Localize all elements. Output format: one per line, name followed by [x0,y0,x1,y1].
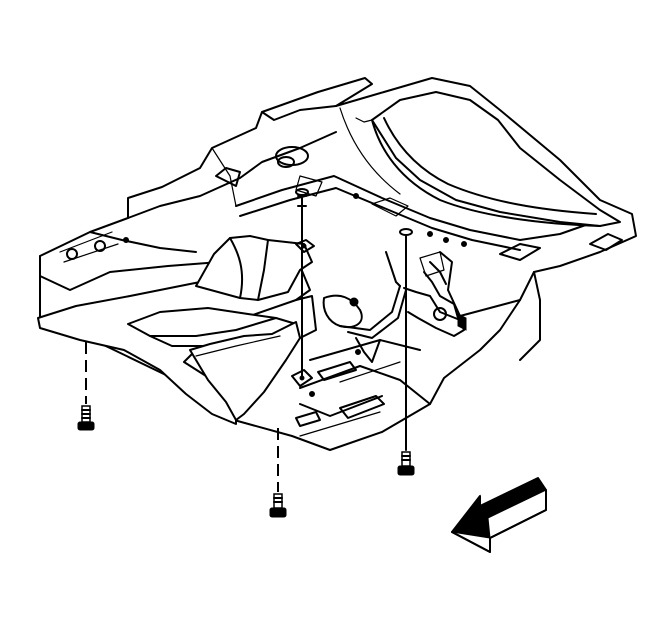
exhaust-pipe [322,251,467,363]
bolt-icon [269,428,287,518]
bolt-icon [295,188,309,377]
underbody-shield [37,235,317,425]
bolt-icon [77,342,95,431]
front-direction-arrow-icon [451,477,547,553]
spare-tire-well [339,91,621,227]
underbody-floor-pan [39,77,637,451]
fasteners [77,188,415,518]
bolt-icon [397,228,415,476]
